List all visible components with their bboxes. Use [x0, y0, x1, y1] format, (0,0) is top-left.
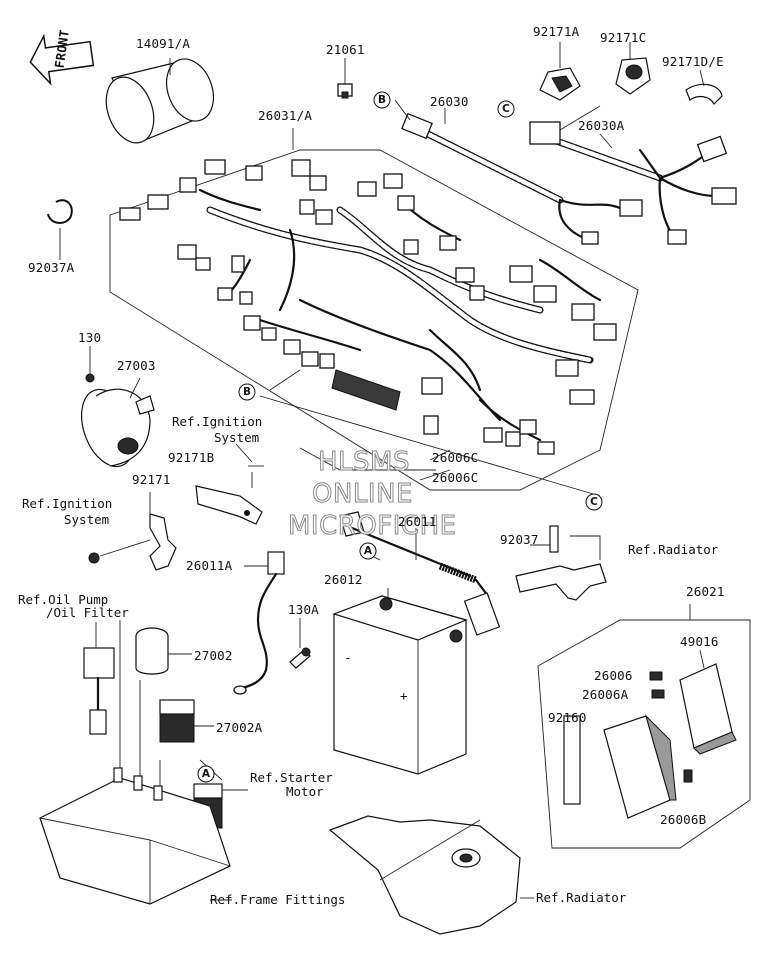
watermark-line-3: MICROFICHE: [288, 511, 457, 541]
ecu-92160-drawing: [563, 714, 677, 819]
circle-marker-b-mid: B: [238, 383, 256, 401]
label-26011: 26011: [398, 514, 437, 529]
label-26006a: 26006A: [582, 687, 629, 702]
ref-radiator-1: Ref.Radiator: [628, 542, 719, 557]
label-130a: 130A: [288, 602, 319, 617]
label-26006: 26006: [594, 668, 633, 683]
main-harness-26031a-drawing: [119, 159, 617, 455]
marker-c-text-mid: C: [590, 496, 598, 508]
main-harness-box: [109, 128, 639, 491]
battery-case-drawing: [39, 620, 232, 905]
label-21061: 21061: [326, 42, 365, 57]
ref-oilpump-line1: Ref.Oil Pump: [18, 592, 108, 607]
ref-ignition-1-line2: System: [214, 430, 259, 445]
front-arrow-text: FRONT: [52, 29, 72, 69]
part-27003-horn-drawing: [81, 346, 155, 468]
svg-text:-: -: [344, 650, 352, 665]
label-14091a: 14091/A: [136, 36, 190, 51]
label-92037a: 92037A: [28, 260, 75, 275]
ref-starter-line1: Ref.Starter: [250, 770, 333, 785]
label-26011a: 26011A: [186, 558, 233, 573]
part-92037-drawing: [515, 525, 607, 601]
part-49016-drawing: [679, 649, 737, 755]
label-92037: 92037: [500, 532, 539, 547]
label-27002a: 27002A: [216, 720, 263, 735]
radiator-tank-drawing: [328, 815, 534, 935]
watermark-line-1: HLSMS: [318, 447, 410, 477]
part-92171-drawing: [88, 492, 177, 571]
label-26012: 26012: [324, 572, 363, 587]
watermark: HLSMS ONLINE MICROFICHE: [288, 447, 457, 542]
harness-26030a-drawing: [529, 121, 737, 245]
marker-b-text-mid: B: [243, 386, 251, 398]
marker-c-text-top: C: [502, 103, 510, 115]
label-92160: 92160: [548, 710, 587, 725]
part-92037a-drawing: [47, 199, 73, 260]
part-92171b-drawing: [195, 465, 264, 525]
label-92171b: 92171B: [168, 450, 214, 465]
label-49016: 49016: [680, 634, 719, 649]
part-27002a-drawing: [159, 699, 214, 743]
fuses-drawing: [649, 671, 693, 783]
part-26011-cable-drawing: [339, 511, 501, 636]
ref-frame-fittings: Ref.Frame Fittings: [210, 892, 345, 907]
clamps-top-right: [539, 42, 723, 106]
leader-lines: [199, 99, 601, 781]
part-27002-drawing: [135, 627, 192, 675]
circle-marker-c-mid: C: [585, 493, 603, 511]
label-92171a: 92171A: [533, 24, 580, 39]
circle-marker-c-top: C: [497, 100, 515, 118]
part-130a-bolt-drawing: [289, 618, 311, 669]
ref-ignition-1-line1: Ref.Ignition: [172, 414, 262, 429]
label-130: 130: [78, 330, 101, 345]
label-27003: 27003: [117, 358, 156, 373]
svg-text:+: +: [400, 688, 408, 703]
ref-radiator-2: Ref.Radiator: [536, 890, 627, 905]
part-21061-drawing: [337, 58, 353, 99]
label-26006c-2: 26006C: [432, 470, 478, 485]
ref-starter-line2: Motor: [286, 784, 324, 799]
part-26012-battery-drawing: - +: [332, 588, 468, 775]
label-26006c-1: 26006C: [432, 450, 478, 465]
label-92171: 92171: [132, 472, 171, 487]
label-26021: 26021: [686, 584, 725, 599]
label-26030a: 26030A: [578, 118, 625, 133]
watermark-line-2: ONLINE: [312, 479, 413, 509]
oilpump-relay-drawing: [83, 622, 115, 735]
ref-ignition-2-line1: Ref.Ignition: [22, 496, 112, 511]
marker-b-text-top: B: [378, 94, 386, 106]
label-27002: 27002: [194, 648, 233, 663]
label-92171de: 92171D/E: [662, 54, 724, 69]
part-14091a-drawing: [105, 58, 214, 144]
part-26011a-cable-drawing: [233, 551, 285, 695]
circle-marker-a-mid: A: [359, 542, 377, 560]
ref-ignition-2-line2: System: [64, 512, 109, 527]
harness-26030-drawing: [401, 108, 643, 245]
front-arrow: FRONT: [29, 29, 95, 86]
label-26006b: 26006B: [660, 812, 706, 827]
label-26030: 26030: [430, 94, 469, 109]
marker-a-text-mid: A: [364, 545, 373, 557]
circle-marker-b-top: B: [373, 91, 391, 109]
part-26021-box: [537, 604, 751, 849]
marker-a-text-bottom: A: [202, 768, 211, 780]
label-92171c: 92171C: [600, 30, 646, 45]
circle-marker-a-bottom: A: [197, 765, 215, 783]
ref-oilpump-line2: /Oil Filter: [46, 605, 129, 620]
label-26031a: 26031/A: [258, 108, 312, 123]
